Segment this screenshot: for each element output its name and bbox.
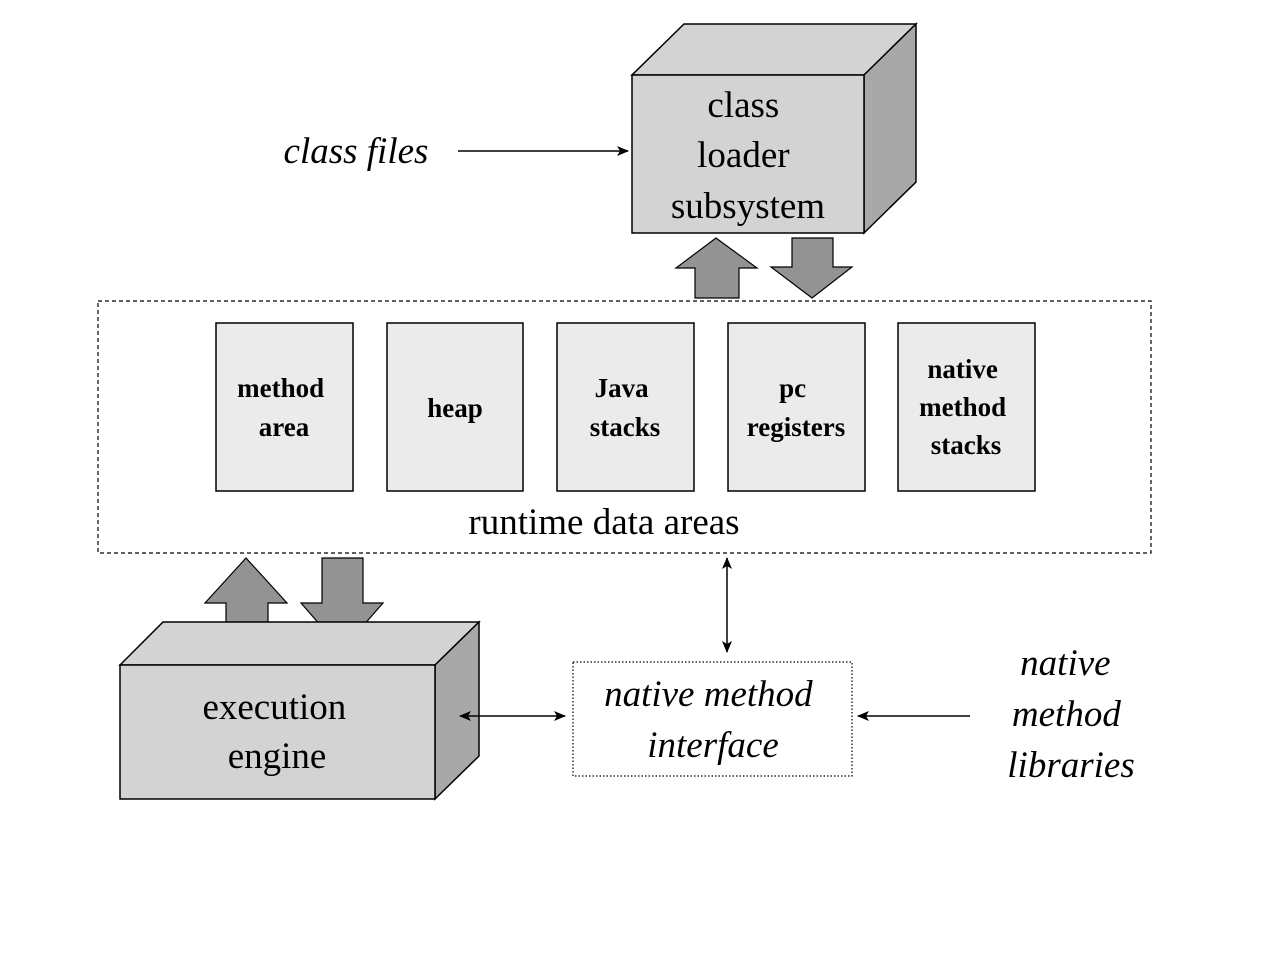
area-native-method-stacks: native method stacks xyxy=(897,322,1036,492)
execution-engine-line-1: execution xyxy=(202,687,346,728)
execution-engine-line-2: engine xyxy=(228,736,327,777)
native-method-libraries-label: native method libraries xyxy=(1007,643,1134,786)
svg-text:native method: native method stacks xyxy=(919,354,1013,460)
native-method-interface-line-1: native method xyxy=(604,674,813,715)
class-files-label: class files xyxy=(284,131,429,172)
block-arrow-down-from-class-loader xyxy=(769,237,854,299)
svg-text:Java stacks: Java stacks xyxy=(590,373,661,442)
svg-text:native method interface: native method interface xyxy=(604,674,822,766)
svg-text:heap: heap xyxy=(427,393,483,423)
method-area-line-2: area xyxy=(259,412,310,442)
execution-engine-box: execution engine xyxy=(118,620,481,801)
area-java-stacks: Java stacks xyxy=(556,322,695,492)
svg-text:execution engine: execution engine xyxy=(202,687,355,777)
native-method-stacks-line-3: stacks xyxy=(931,430,1002,460)
java-stacks-line-2: stacks xyxy=(590,412,661,442)
native-method-stacks-line-2: method xyxy=(919,392,1006,422)
area-heap: heap xyxy=(386,322,524,492)
native-method-libraries-line-3: libraries xyxy=(1007,745,1134,786)
java-stacks-line-1: Java xyxy=(595,373,650,403)
block-arrow-up-to-class-loader xyxy=(674,237,759,299)
class-loader-label: class loader subsystem xyxy=(671,85,825,227)
area-method-area: method area xyxy=(215,322,354,492)
pc-registers-line-1: pc xyxy=(779,373,806,403)
pc-registers-line-2: registers xyxy=(747,412,845,442)
class-loader-subsystem-box: class loader subsystem xyxy=(630,22,918,235)
native-method-libraries-line-1: native xyxy=(1020,643,1110,684)
method-area-line-1: method xyxy=(237,373,324,403)
svg-text:method area: method area xyxy=(237,373,331,442)
area-pc-registers: pc registers xyxy=(727,322,866,492)
class-loader-line-1: class xyxy=(707,85,779,126)
class-loader-line-3: subsystem xyxy=(671,186,825,227)
runtime-data-areas-container: method area heap Java stacks pc register… xyxy=(97,300,1152,554)
runtime-data-areas-label: runtime data areas xyxy=(468,502,739,543)
svg-text:pc registers: pc registers xyxy=(747,373,845,442)
native-method-libraries-line-2: method xyxy=(1012,694,1121,735)
native-method-stacks-line-1: native xyxy=(927,354,998,384)
native-method-interface-box: native method interface xyxy=(572,661,853,777)
heap-line-1: heap xyxy=(427,393,483,423)
class-loader-line-2: loader xyxy=(697,135,789,176)
native-method-interface-line-2: interface xyxy=(647,725,779,766)
